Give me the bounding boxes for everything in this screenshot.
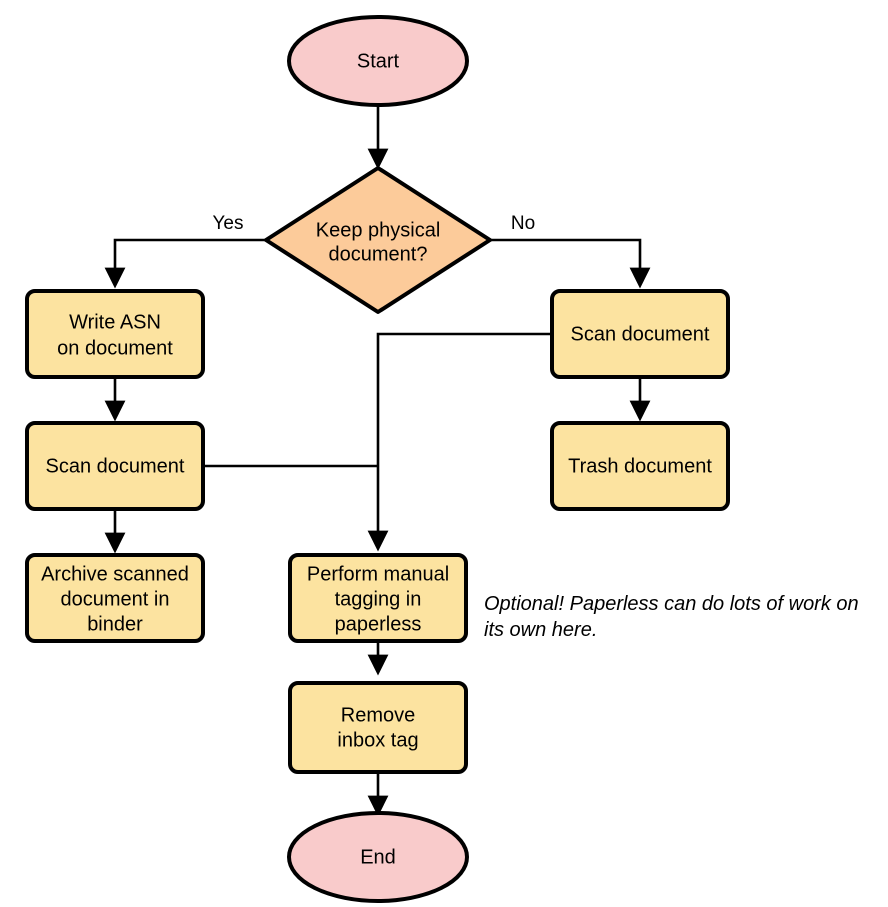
start-label: Start [357,50,400,72]
end-ellipse[interactable] [287,811,469,903]
node-archive-scanned[interactable]: Archive scanned document in binder [25,553,205,643]
optional-note: Optional! Paperless can do lots of work … [484,593,859,641]
edge-decision-to-scan-right [490,238,651,289]
archive-label-line2: document in [61,588,170,610]
archive-label-line1: Archive scanned [41,563,189,585]
perform-manual-tagging-box[interactable] [288,553,468,643]
write-asn-label-line1: Write ASN [69,311,161,333]
edge-scan-right-to-tagging [367,332,552,552]
node-remove-inbox-tag[interactable]: Remove inbox tag [288,681,468,774]
archive-label-line3: binder [87,613,143,635]
scan-document-right-label: Scan document [571,323,710,345]
optional-note-line1: Optional! Paperless can do lots of work … [484,593,859,615]
end-label: End [360,846,396,868]
scan-document-left-box[interactable] [25,421,205,511]
decision-diamond[interactable] [264,166,492,314]
node-scan-document-right[interactable]: Scan document [550,289,730,379]
optional-note-line2: its own here. [484,619,597,641]
start-ellipse[interactable] [287,15,469,107]
node-trash-document[interactable]: Trash document [550,421,730,511]
scan-document-left-label: Scan document [46,455,185,477]
edge-decision-to-write-asn [104,238,266,289]
tagging-label-line1: Perform manual [307,563,449,585]
remove-inbox-tag-box[interactable] [288,681,468,774]
scan-document-right-box[interactable] [550,289,730,379]
trash-document-box[interactable] [550,421,730,511]
node-perform-manual-tagging[interactable]: Perform manual tagging in paperless [288,553,468,643]
node-write-asn[interactable]: Write ASN on document [25,289,205,379]
decision-label-line1: Keep physical [316,219,441,241]
tagging-label-line2: tagging in [335,588,422,610]
node-end[interactable]: End [287,811,469,903]
archive-scanned-box[interactable] [25,553,205,643]
node-decision[interactable]: Keep physical document? [264,166,492,314]
remove-inbox-label-line1: Remove [341,704,415,726]
write-asn-box[interactable] [25,289,205,379]
edge-label-no: No [511,213,535,234]
tagging-label-line3: paperless [335,613,422,635]
edge-label-yes: Yes [213,213,244,234]
node-start[interactable]: Start [287,15,469,107]
decision-label-line2: document? [329,243,428,265]
write-asn-label-line2: on document [57,337,173,359]
node-scan-document-left[interactable]: Scan document [25,421,205,511]
connectors [104,105,651,817]
trash-document-label: Trash document [568,455,712,477]
remove-inbox-label-line2: inbox tag [337,729,418,751]
